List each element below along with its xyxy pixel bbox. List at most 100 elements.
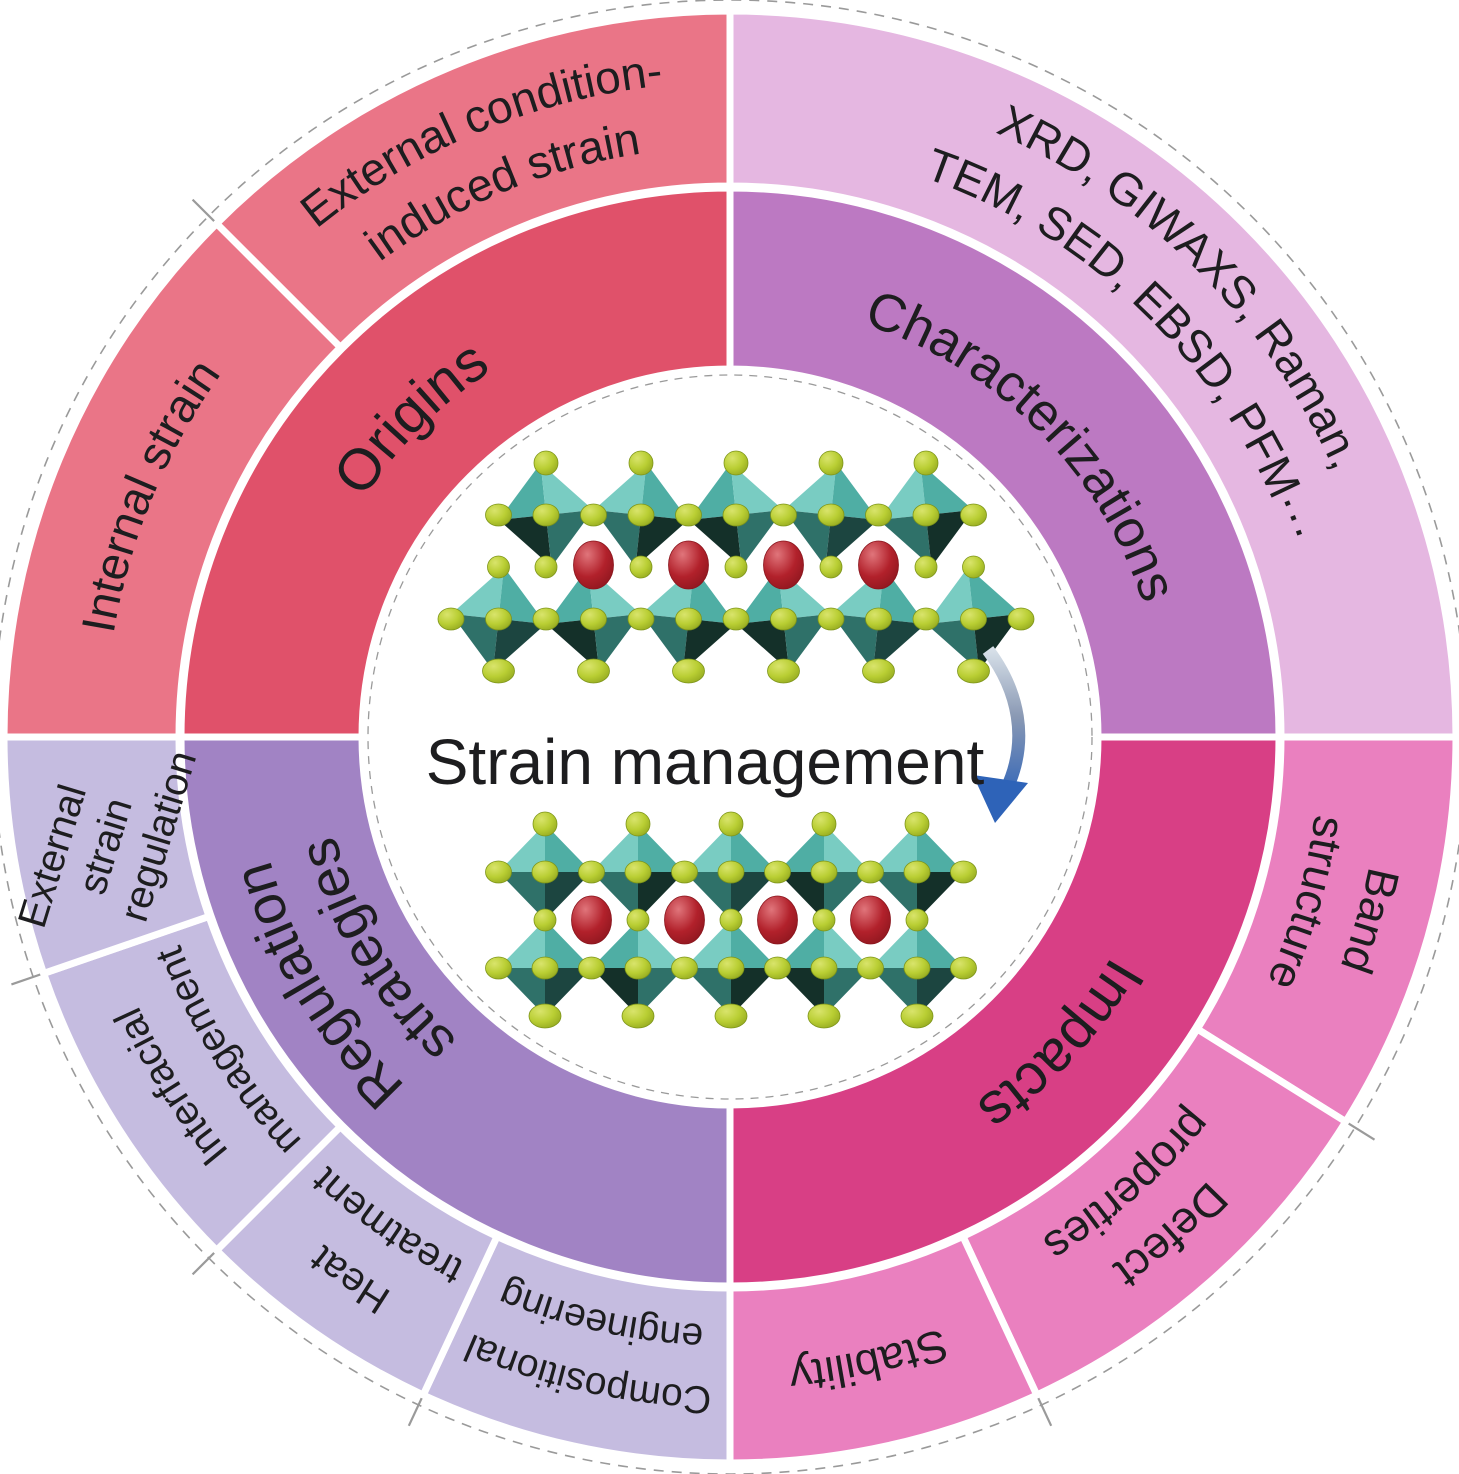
halide-atom: [625, 811, 651, 837]
octahedron: [688, 463, 784, 567]
halide-atom: [812, 908, 836, 932]
octahedron: [546, 567, 641, 671]
center-label: Strain management: [426, 726, 985, 798]
octahedron: [684, 920, 778, 1016]
halide-atom: [627, 607, 655, 631]
halide-atom: [857, 860, 884, 884]
halide-atom: [485, 860, 512, 884]
halide-atom: [578, 956, 605, 980]
halide-atom: [818, 450, 844, 476]
segment-internal-strain: [0, 220, 344, 741]
cation-atom: [664, 895, 705, 945]
halide-atom: [621, 1003, 655, 1029]
halide-atom: [626, 908, 650, 932]
halide-atom: [957, 658, 990, 684]
octahedron: [870, 824, 964, 920]
halide-atom: [718, 811, 744, 837]
octahedron: [498, 824, 592, 920]
halide-atom: [865, 607, 892, 631]
halide-atom: [531, 956, 559, 980]
halide-atom: [903, 956, 931, 980]
halide-atom: [811, 811, 837, 837]
halide-atom: [817, 607, 845, 631]
halide-atom: [722, 503, 750, 527]
halide-atom: [485, 607, 512, 631]
halide-atom: [723, 450, 749, 476]
halide-atom: [865, 503, 892, 527]
halide-atom: [960, 607, 987, 631]
halide-atom: [578, 860, 605, 884]
strain-relaxation-arrow: [973, 646, 1028, 823]
arrow-shaft: [982, 646, 1026, 793]
halide-atom: [962, 555, 985, 579]
halide-atom: [764, 956, 791, 980]
cation-atom: [858, 540, 899, 590]
halide-atom: [764, 860, 791, 884]
octahedron: [783, 463, 879, 567]
halide-atom: [912, 607, 940, 631]
halide-atom: [487, 555, 510, 579]
halide-atom: [580, 607, 607, 631]
halide-atom: [671, 956, 698, 980]
halide-atom: [810, 860, 838, 884]
octahedron: [870, 920, 964, 1016]
halide-atom: [628, 450, 654, 476]
halide-atom: [719, 908, 743, 932]
halide-atom: [485, 956, 512, 980]
halide-atom: [532, 811, 558, 837]
cation-atom: [573, 540, 614, 590]
ring-segments: [0, 7, 1459, 1467]
halide-atom: [532, 503, 560, 527]
octahedron: [591, 824, 685, 920]
octahedron: [498, 920, 592, 1016]
halide-atom: [770, 503, 797, 527]
halide-atom: [950, 860, 977, 884]
halide-atom: [807, 1003, 841, 1029]
halide-atom: [531, 860, 559, 884]
halide-atom: [914, 555, 938, 579]
halide-atom: [580, 503, 607, 527]
halide-atom: [810, 956, 838, 980]
halide-atom: [629, 555, 653, 579]
halide-atom: [532, 607, 560, 631]
octahedron: [593, 463, 689, 567]
halide-atom: [482, 658, 515, 684]
halide-atom: [437, 607, 465, 631]
halide-atom: [717, 956, 745, 980]
octahedron: [451, 567, 546, 671]
halide-atom: [903, 860, 931, 884]
relaxed-perovskite-lattice: [485, 811, 977, 1029]
octahedron: [878, 463, 974, 567]
halide-atom: [722, 607, 750, 631]
halide-atom: [905, 908, 929, 932]
halide-atom: [862, 658, 895, 684]
halide-atom: [534, 555, 558, 579]
halide-atom: [817, 503, 845, 527]
halide-atom: [672, 658, 705, 684]
halide-atom: [675, 503, 702, 527]
halide-atom: [627, 503, 655, 527]
halide-atom: [900, 1003, 934, 1029]
halide-atom: [528, 1003, 562, 1029]
halide-atom: [533, 450, 559, 476]
octahedron: [777, 824, 871, 920]
halide-atom: [675, 607, 702, 631]
halide-atom: [904, 811, 930, 837]
halide-atom: [960, 503, 987, 527]
halide-atom: [950, 956, 977, 980]
cation-atom: [850, 895, 891, 945]
halide-atom: [533, 908, 557, 932]
segment-characterization-techniques: [726, 7, 1459, 741]
halide-atom: [724, 555, 748, 579]
octahedron: [498, 463, 594, 567]
cation-atom: [668, 540, 709, 590]
halide-atom: [857, 956, 884, 980]
strained-perovskite-lattice: [437, 450, 1035, 684]
cation-atom: [757, 895, 798, 945]
halide-atom: [624, 860, 652, 884]
arrow-head: [973, 775, 1028, 823]
octahedron: [591, 920, 685, 1016]
cation-atom: [571, 895, 612, 945]
